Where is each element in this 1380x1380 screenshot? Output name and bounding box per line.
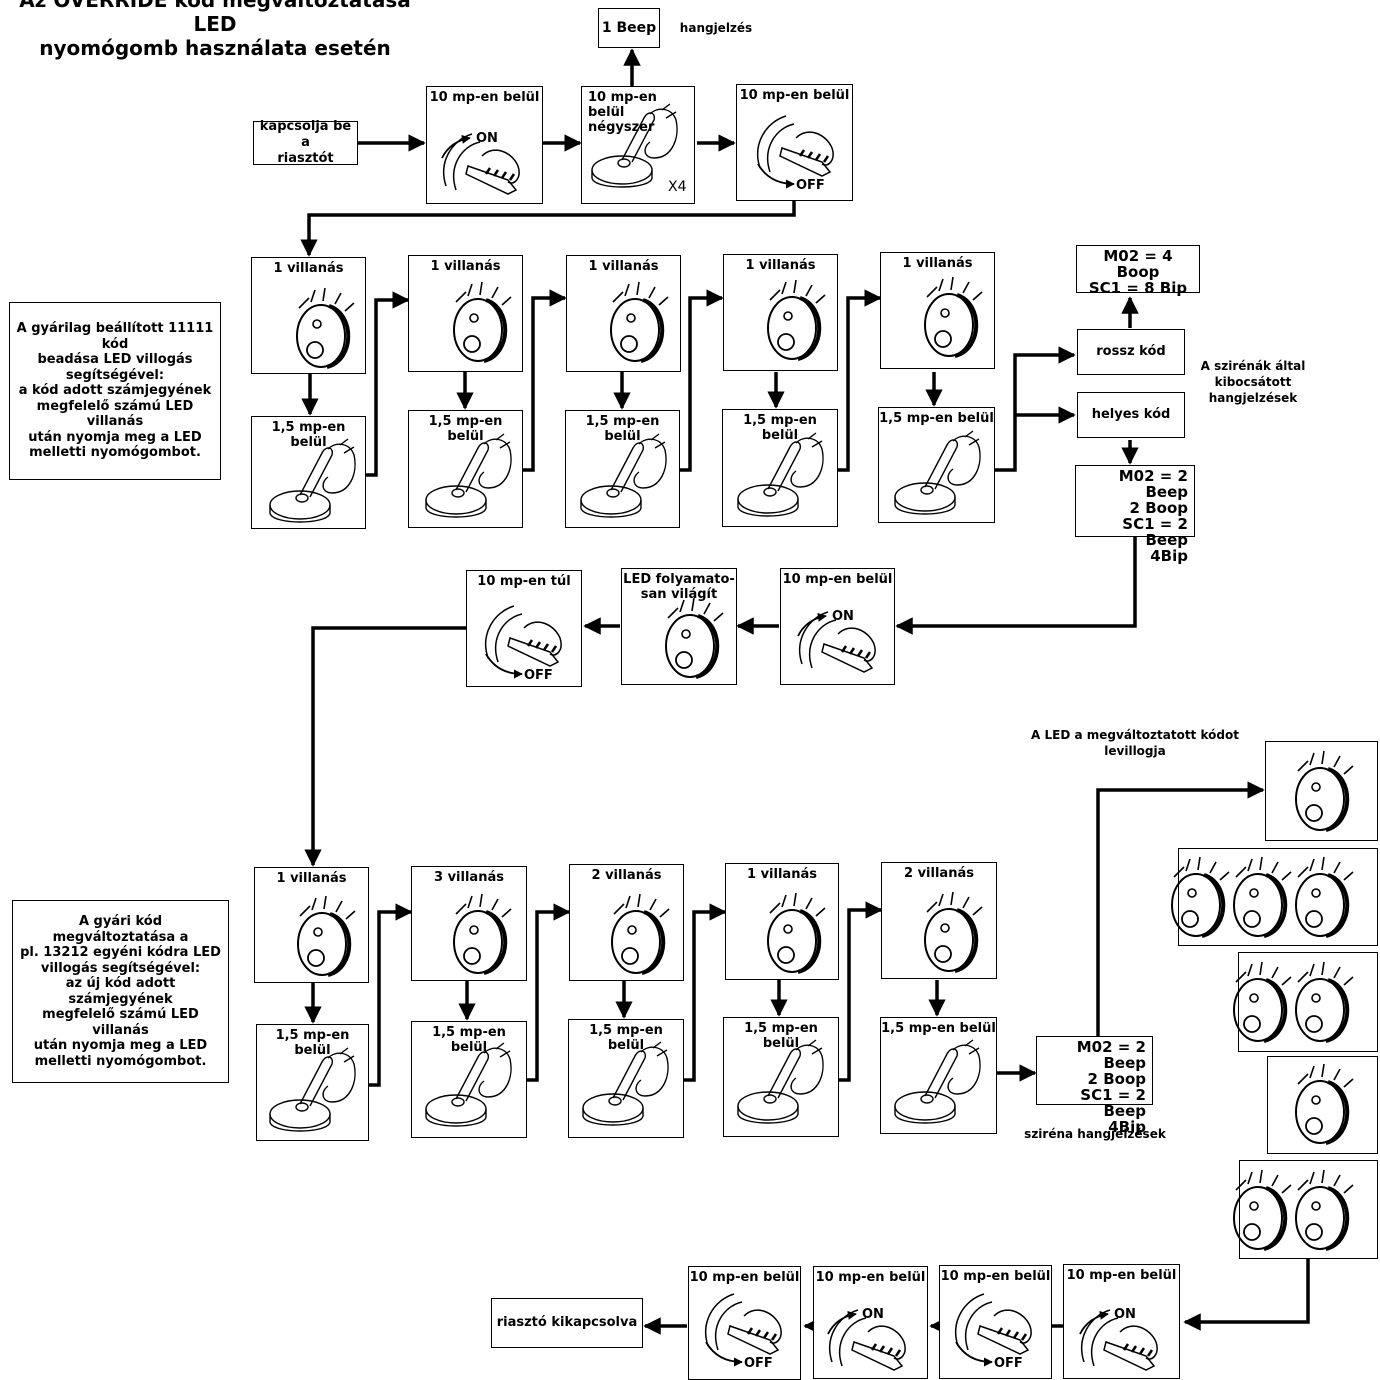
note-factory-code: A gyárilag beállított 11111 kód beadása … [9, 302, 221, 480]
siren-sound-label: sziréna hangjelzések [1024, 1127, 1166, 1141]
new-code-sound: M02 = 2 Beep 2 Boop SC1 = 2 Beep 4Bip [1036, 1036, 1153, 1135]
flash-caption: 1 villanás [276, 871, 347, 886]
siren-label: A szirénák által kibocsátott hangjelzése… [1200, 359, 1306, 405]
press-caption: 1,5 mp-en belül [879, 411, 994, 426]
step-switch-off: 10 mp-en belül [736, 84, 853, 201]
x4-label: X4 [668, 179, 687, 195]
page-title: Az OVERRIDE kód megváltoztatása LED nyom… [19, 0, 411, 60]
step-switch-on: 10 mp-en belül [426, 86, 543, 204]
replay-box [1265, 741, 1378, 841]
press-box: 1,5 mp-en belül [251, 416, 366, 529]
replay-box [1267, 1056, 1378, 1154]
flash-box: 3 villanás [411, 866, 527, 981]
final-switch-on: 10 mp-en belül [813, 1266, 928, 1379]
replay-label: A LED a megváltoztatott kódot levillogja [1031, 728, 1239, 758]
press-box: 1,5 mp-en belül [878, 407, 995, 523]
flash-caption: 2 villanás [904, 866, 974, 881]
press-caption: 1,5 mp-en belül [428, 414, 503, 444]
step-caption: 10 mp-en belül [739, 88, 850, 103]
step-caption: LED folyamato- san világít [623, 572, 735, 602]
final-switch-off: 10 mp-en belül [688, 1266, 801, 1380]
beep-label: hangjelzés [679, 21, 753, 35]
flash-caption: 2 villanás [591, 868, 662, 883]
alarm-off-box: riasztó kikapcsolva [491, 1298, 643, 1348]
beep-box: 1 Beep [598, 8, 660, 48]
final-switch-on: 10 mp-en belül [1063, 1264, 1180, 1379]
flash-caption: 1 villanás [747, 867, 817, 882]
press-box: 1,5 mp-en belül [411, 1021, 527, 1138]
flash-box: 2 villanás [881, 862, 997, 979]
press-caption: 1,5 mp-en belül [743, 413, 817, 443]
press-caption: 1,5 mp-en belül [275, 1028, 350, 1058]
flash-caption: 1 villanás [902, 256, 973, 271]
flash-caption: 1 villanás [273, 261, 344, 276]
flash-box: 1 villanás [566, 255, 681, 372]
press-box: 1,5 mp-en belül [568, 1019, 684, 1138]
right-code-sound: M02 = 2 Beep 2 Boop SC1 = 2 Beep 4Bip [1075, 465, 1195, 564]
flash-box: 1 villanás [408, 255, 523, 372]
flash-caption: 1 villanás [745, 258, 816, 273]
step-caption: 10 mp-en túl [477, 574, 571, 589]
step-switch-on: 10 mp-en belül [780, 568, 895, 685]
press-box: 1,5 mp-en belül [880, 1017, 997, 1134]
wrong-code-box: rossz kód [1077, 329, 1185, 375]
right-code-box: helyes kód [1077, 392, 1185, 438]
step-caption: 10 mp-en belül [689, 1270, 800, 1285]
press-caption: 1,5 mp-en belül [585, 414, 660, 444]
flash-box: 1 villanás [723, 254, 838, 371]
step-caption: 10 mp-en belül [429, 90, 540, 105]
flash-box: 1 villanás [251, 257, 366, 374]
press-caption: 1,5 mp-en belül [744, 1021, 818, 1051]
press-caption: 1,5 mp-en belül [589, 1023, 663, 1053]
led-steady-box: LED folyamato- san világít [621, 568, 737, 685]
note-new-code: A gyári kód megváltoztatása a pl. 13212 … [12, 900, 229, 1083]
step-caption: 10 mp-en belül [782, 572, 893, 587]
replay-box [1238, 952, 1378, 1052]
final-switch-off: 10 mp-en belül [939, 1265, 1052, 1379]
press-box: 1,5 mp-en belül [256, 1024, 369, 1141]
press-box: 1,5 mp-en belül [565, 410, 680, 528]
step-press-four-times: 10 mp-en belül négyszer X4 [581, 86, 695, 204]
step-caption: 10 mp-en belül négyszer [588, 90, 657, 135]
start-box: kapcsolja be a riasztót [253, 119, 358, 166]
wrong-code-sound: M02 = 4 Boop SC1 = 8 Bip [1076, 245, 1200, 296]
press-caption: 1,5 mp-en belül [271, 420, 346, 450]
flash-caption: 3 villanás [434, 870, 504, 885]
flash-caption: 1 villanás [430, 259, 501, 274]
flash-box: 1 villanás [254, 867, 369, 983]
press-caption: 1,5 mp-en belül [881, 1021, 996, 1036]
press-caption: 1,5 mp-en belül [432, 1025, 506, 1055]
press-box: 1,5 mp-en belül [723, 1017, 839, 1137]
flash-caption: 1 villanás [588, 259, 659, 274]
flash-box: 1 villanás [725, 863, 839, 980]
flash-box: 2 villanás [569, 864, 684, 981]
step-switch-off: 10 mp-en túl [466, 570, 582, 687]
replay-box [1239, 1160, 1378, 1259]
step-caption: 10 mp-en belül [1066, 1268, 1177, 1283]
step-caption: 10 mp-en belül [815, 1270, 926, 1285]
press-box: 1,5 mp-en belül [408, 410, 523, 528]
step-caption: 10 mp-en belül [940, 1269, 1051, 1284]
press-box: 1,5 mp-en belül [722, 409, 838, 527]
flash-box: 1 villanás [880, 252, 995, 369]
replay-box [1178, 848, 1378, 946]
